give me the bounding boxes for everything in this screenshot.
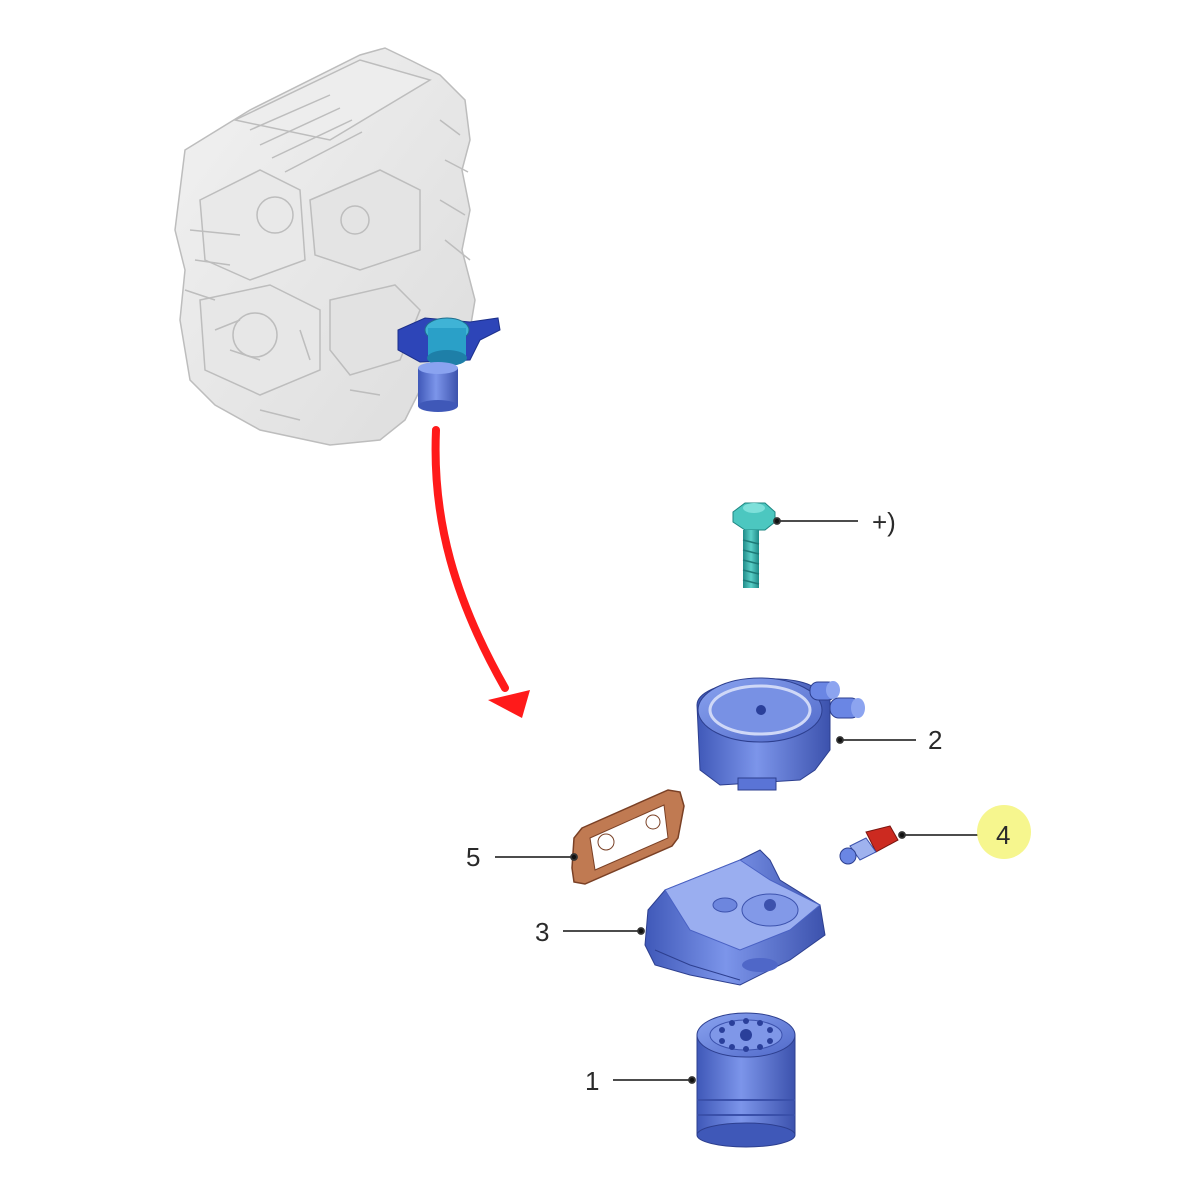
red-arrow xyxy=(431,426,530,718)
part-3-filter-housing xyxy=(644,849,826,986)
callout-bolt-label: +) xyxy=(872,507,896,537)
callout-3-label: 3 xyxy=(535,917,550,947)
leader-lines xyxy=(495,517,978,1084)
callout-4-highlight xyxy=(977,805,1031,859)
callout-4-label: 4 xyxy=(996,820,1011,850)
part-1-oil-filter xyxy=(696,1012,796,1148)
callout-1-label: 1 xyxy=(585,1066,600,1096)
callout-5-label: 5 xyxy=(466,842,481,872)
bolt-part xyxy=(732,502,776,588)
part-5-gasket xyxy=(571,789,685,885)
engine-oil-filter-assembly xyxy=(397,317,501,412)
part-2-oil-cooler xyxy=(696,677,865,791)
part-4-sensor xyxy=(839,825,899,865)
callout-2-label: 2 xyxy=(928,725,943,755)
